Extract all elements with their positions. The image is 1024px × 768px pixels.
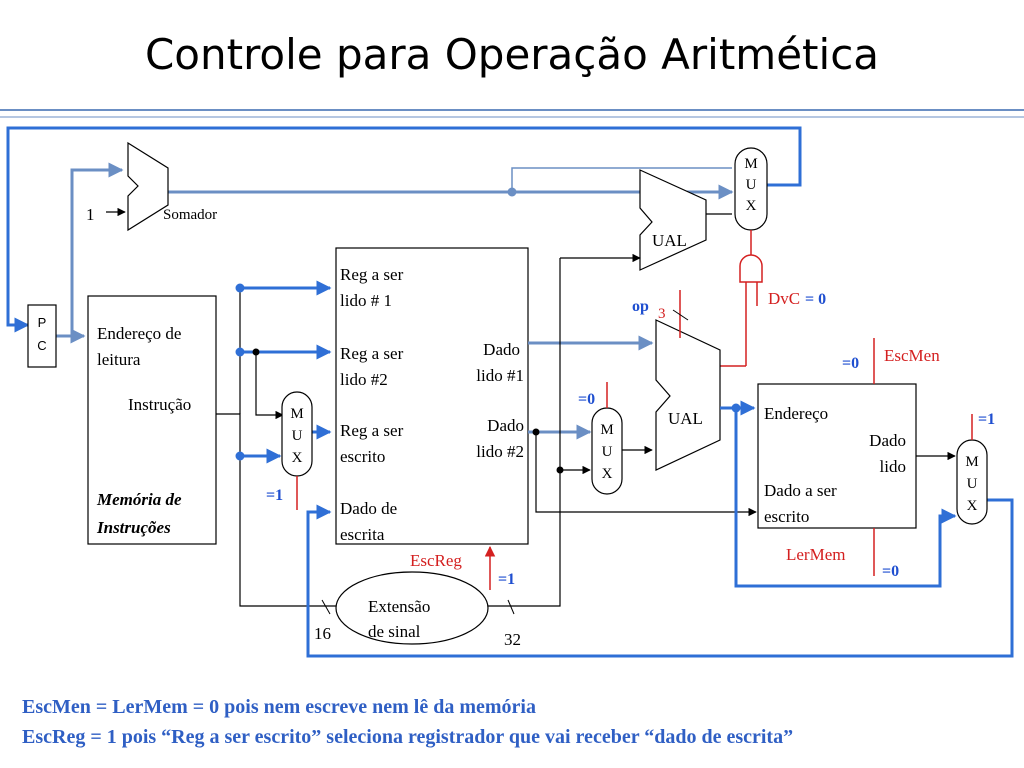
svg-text:Reg a ser: Reg a ser (340, 265, 404, 284)
svg-text:lido #2: lido #2 (340, 370, 388, 389)
note-line-2: EscReg = 1 pois “Reg a ser escrito” sele… (22, 726, 794, 748)
branch-and-gate: DvC = 0 (720, 230, 826, 367)
program-counter: P C (27, 304, 57, 368)
svg-text:U: U (602, 444, 613, 460)
reg-dest-mux: M U X =1 (266, 391, 313, 510)
reg-mux-value: =1 (266, 487, 283, 504)
main-alu: UAL op 3 (632, 290, 721, 471)
imem-name-2: Instruções (96, 518, 171, 537)
op-label: op (632, 298, 649, 315)
svg-text:escrito: escrito (340, 447, 385, 466)
alu-src-mux: M U X =0 (578, 382, 653, 495)
data-memory: Endereço Dado lido Dado a ser escrito Es… (757, 338, 956, 580)
branch-alu: UAL (560, 169, 707, 271)
svg-text:de sinal: de sinal (368, 622, 421, 641)
instruction-memory: Endereço de leitura Instrução Memória de… (87, 295, 217, 545)
dvc-label: DvC (768, 289, 800, 308)
svg-text:M: M (290, 406, 303, 422)
sign-extend-unit: Extensão de sinal 16 32 (314, 571, 521, 649)
imem-name-1: Memória de (96, 490, 182, 509)
alu-result-path (720, 400, 957, 588)
svg-text:lido # 1: lido # 1 (340, 291, 392, 310)
svg-text:Endereço: Endereço (764, 404, 828, 423)
escreg-value: =1 (498, 571, 515, 588)
svg-text:Dado a ser: Dado a ser (764, 481, 837, 500)
svg-text:Dado: Dado (483, 340, 520, 359)
register-file: Reg a ser lido # 1 Reg a ser lido #2 Reg… (335, 247, 529, 590)
note-line-1: EscMen = LerMem = 0 pois nem escreve nem… (22, 696, 536, 718)
svg-text:lido #1: lido #1 (476, 366, 524, 385)
svg-text:Dado de: Dado de (340, 499, 397, 518)
pc-label-1: P (38, 315, 47, 330)
svg-text:Dado: Dado (869, 431, 906, 450)
pc-update-path (6, 126, 802, 333)
op-bits: 3 (658, 306, 666, 322)
svg-text:Dado: Dado (487, 416, 524, 435)
svg-text:lido #2: lido #2 (476, 442, 524, 461)
pc-output-path (56, 162, 124, 344)
svg-text:U: U (292, 428, 303, 444)
lermem-label: LerMem (786, 545, 845, 564)
svg-text:U: U (746, 177, 757, 193)
read-data-2-path (488, 258, 757, 607)
svg-text:M: M (744, 156, 757, 172)
pc-label-2: C (37, 338, 46, 353)
branch-alu-label: UAL (652, 231, 687, 250)
adder-output-path (168, 167, 734, 215)
lermem-value: =0 (882, 563, 899, 580)
mem-mux-value: =1 (978, 411, 995, 428)
svg-text:escrita: escrita (340, 525, 385, 544)
adder-unit: 1 Somador (86, 141, 217, 232)
escmen-label: EscMen (884, 346, 940, 365)
svg-text:Extensão: Extensão (368, 597, 430, 616)
dvc-value: = 0 (805, 291, 826, 308)
svg-text:M: M (965, 454, 978, 470)
svg-text:Reg a ser: Reg a ser (340, 421, 404, 440)
svg-text:lido: lido (880, 457, 906, 476)
svg-text:U: U (967, 476, 978, 492)
instruction-bus (216, 280, 336, 607)
escmen-value: =0 (842, 355, 859, 372)
adder-label: Somador (163, 207, 217, 223)
pc-mux: M U X (734, 147, 768, 231)
writeback-path (306, 498, 1014, 658)
page-title: Controle para Operação Aritmética (144, 30, 880, 79)
sign-ext-in-bits: 16 (314, 624, 331, 643)
svg-text:X: X (967, 498, 978, 514)
imem-addr-label-2: leitura (97, 350, 141, 369)
adder-const-input: 1 (86, 205, 95, 224)
imem-instr-label: Instrução (128, 395, 191, 414)
imem-addr-label-1: Endereço de (97, 324, 181, 343)
svg-text:X: X (292, 450, 303, 466)
svg-text:X: X (746, 198, 757, 214)
svg-text:X: X (602, 466, 613, 482)
escreg-label: EscReg (410, 551, 462, 570)
mem-to-reg-mux: M U X =1 (956, 411, 995, 525)
title-rule (0, 109, 1024, 118)
alu-mux-value: =0 (578, 391, 595, 408)
sign-ext-out-bits: 32 (504, 630, 521, 649)
main-alu-label: UAL (668, 409, 703, 428)
svg-text:Reg a ser: Reg a ser (340, 344, 404, 363)
svg-text:M: M (600, 422, 613, 438)
svg-text:escrito: escrito (764, 507, 809, 526)
